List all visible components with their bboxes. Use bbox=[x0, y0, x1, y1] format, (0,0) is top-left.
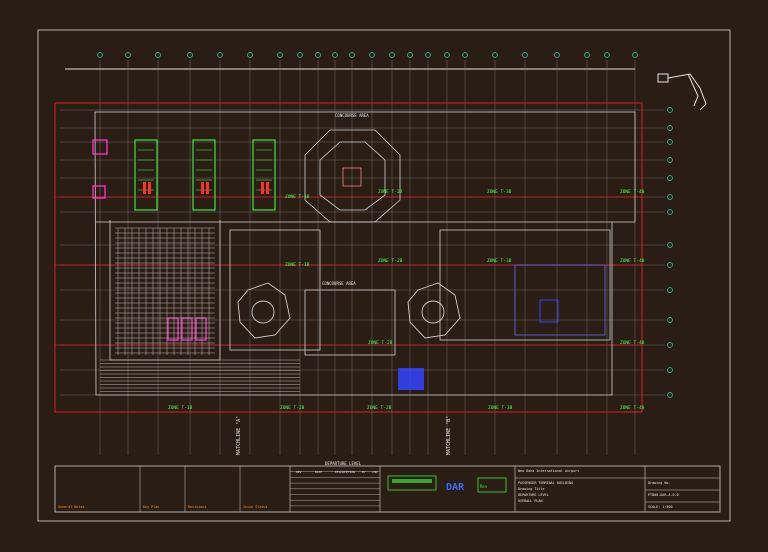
zone-tag: ZONE T-2B bbox=[367, 405, 392, 411]
grid-bubble-icon bbox=[554, 52, 560, 58]
grid-bubble-icon bbox=[667, 107, 673, 113]
north-arrow-icon bbox=[657, 73, 707, 111]
rev-col: CHK bbox=[372, 470, 378, 474]
red-boundary-outline bbox=[54, 102, 643, 413]
drawing-title: DEPARTURE LEVEL bbox=[518, 493, 549, 497]
grid-bubble-icon bbox=[667, 242, 673, 248]
grid-bubble-icon bbox=[492, 52, 498, 58]
grid-bubble-icon bbox=[667, 287, 673, 293]
grid-bubble-icon bbox=[425, 52, 431, 58]
sheet-border bbox=[37, 29, 731, 522]
drawing-number: PTB00-DAR-A-0-0 bbox=[648, 493, 679, 497]
drawing-number-label: Drawing No. bbox=[648, 481, 670, 485]
tb-left-cell: Issue Status bbox=[243, 505, 268, 509]
grid-bubbles-top bbox=[97, 52, 638, 58]
project-line: New Doha International Airport bbox=[518, 469, 579, 473]
central-octagon-hub bbox=[304, 129, 401, 223]
matchline-a: MATCHLINE "A" bbox=[236, 416, 242, 455]
grid-bubble-icon bbox=[667, 194, 673, 200]
grid-bubble-icon bbox=[187, 52, 193, 58]
building-line: PASSENGER TERMINAL BUILDING bbox=[518, 481, 573, 485]
tb-left-cell: Key Plan bbox=[143, 505, 159, 509]
grid-bubble-icon bbox=[155, 52, 161, 58]
grid-bubble-icon bbox=[584, 52, 590, 58]
grid-bubble-icon bbox=[522, 52, 528, 58]
rotundas bbox=[237, 282, 461, 339]
grid-bubble-icon bbox=[332, 52, 338, 58]
rev-col: REV bbox=[296, 470, 302, 474]
zone-tag: ZONE T-4B bbox=[620, 258, 645, 264]
zone-tag: ZONE T-3B bbox=[488, 405, 513, 411]
zone-tag: ZONE T-1B bbox=[285, 194, 310, 200]
grid-bubble-icon bbox=[667, 342, 673, 348]
zone-tag: ZONE T-1B bbox=[285, 262, 310, 268]
horizontal-grid-lines bbox=[60, 109, 665, 396]
vertical-grid-lines bbox=[99, 60, 636, 455]
concourse-label: CONCOURSE AREA bbox=[335, 113, 369, 118]
zone-tag: ZONE T-4B bbox=[620, 340, 645, 346]
grid-bubble-icon bbox=[667, 262, 673, 268]
tb-left-cell: General Notes bbox=[58, 505, 85, 509]
grid-bubble-icon bbox=[315, 52, 321, 58]
grid-bubble-icon bbox=[125, 52, 131, 58]
grid-bubble-icon bbox=[407, 52, 413, 58]
grid-bubble-icon bbox=[297, 52, 303, 58]
grid-bubble-icon bbox=[349, 52, 355, 58]
grid-bubble-icon bbox=[667, 392, 673, 398]
grid-bubble-icon bbox=[667, 139, 673, 145]
zone-tag: ZONE T-2B bbox=[368, 340, 393, 346]
tb-left-cell: Revisions bbox=[188, 505, 206, 509]
departure-label: DEPARTURE LEVEL bbox=[325, 461, 362, 466]
grid-bubble-icon bbox=[667, 209, 673, 215]
grid-bubble-icon bbox=[389, 52, 395, 58]
rev-col: DATE bbox=[315, 470, 322, 474]
title-block: General Notes Key Plan Revisions Issue S… bbox=[54, 465, 721, 513]
grid-bubble-icon bbox=[667, 157, 673, 163]
sheet-subtitle: OVERALL PLAN bbox=[518, 499, 543, 503]
matchline-b: MATCHLINE "B" bbox=[446, 416, 452, 455]
grid-bubble-icon bbox=[444, 52, 450, 58]
zone-tags: ZONE T-1B ZONE T-2B ZONE T-3B ZONE T-4B … bbox=[168, 189, 645, 411]
grid-bubble-icon bbox=[217, 52, 223, 58]
consultant-logo: DAR bbox=[446, 482, 465, 493]
grid-bubble-icon bbox=[667, 317, 673, 323]
zone-tag: ZONE T-4B bbox=[620, 189, 645, 195]
grid-bubbles-right bbox=[667, 107, 673, 398]
equipment-bays-green bbox=[134, 139, 276, 211]
service-block-detail bbox=[100, 227, 300, 392]
grid-bubble-icon bbox=[632, 52, 638, 58]
grid-bubble-icon bbox=[247, 52, 253, 58]
grid-bubble-icon bbox=[97, 52, 103, 58]
rev-col: DESCRIPTION bbox=[335, 470, 355, 474]
matchline-labels: MATCHLINE "A" MATCHLINE "B" bbox=[236, 416, 452, 455]
grid-bubble-icon bbox=[667, 125, 673, 131]
grid-bubble-icon bbox=[277, 52, 283, 58]
grid-bubble-icon bbox=[462, 52, 468, 58]
grid-bubble-icon bbox=[667, 175, 673, 181]
drawing-title-label: Drawing Title bbox=[518, 487, 545, 491]
zone-tag: ZONE T-1B bbox=[168, 405, 193, 411]
zone-tag: ZONE T-2B bbox=[378, 258, 403, 264]
client-logo-text: Rev bbox=[480, 484, 488, 489]
zone-tag: ZONE T-3B bbox=[487, 258, 512, 264]
zone-tag: ZONE T-4B bbox=[620, 405, 645, 411]
grid-bubble-icon bbox=[667, 367, 673, 373]
rev-col: BY bbox=[362, 470, 366, 474]
zone-tag: ZONE T-2B bbox=[378, 189, 403, 195]
zone-tag: ZONE T-2B bbox=[280, 405, 305, 411]
plan-labels: CONCOURSE AREA CONCOURSE AREA DEPARTURE … bbox=[322, 113, 369, 466]
building-outline bbox=[94, 111, 636, 396]
zone-tag: ZONE T-3B bbox=[487, 189, 512, 195]
scale-label: SCALE: 1:500 bbox=[648, 505, 673, 509]
concourse-label-2: CONCOURSE AREA bbox=[322, 281, 356, 286]
equipment-blue bbox=[398, 299, 559, 390]
grid-bubble-icon bbox=[369, 52, 375, 58]
grid-bubble-icon bbox=[604, 52, 610, 58]
